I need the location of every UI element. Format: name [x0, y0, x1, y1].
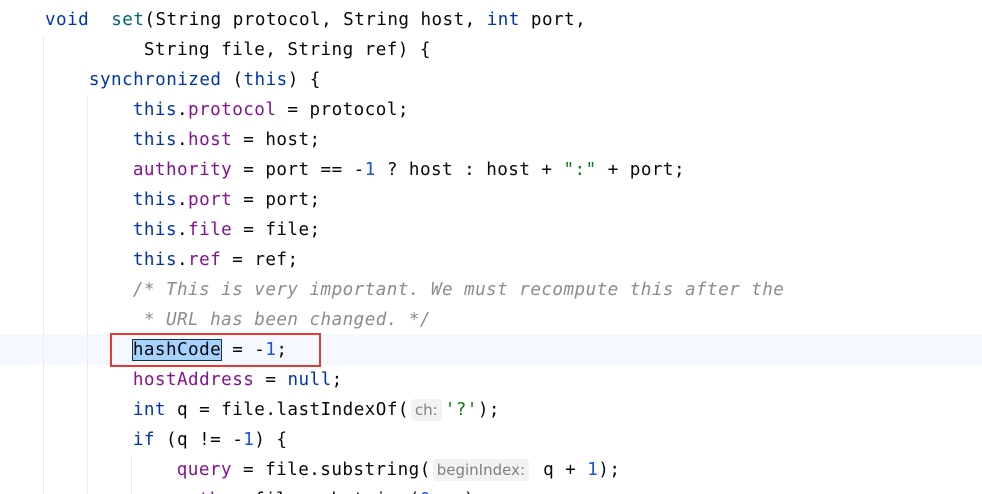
code-token: .: [177, 250, 189, 270]
keyword-token: this: [132, 250, 177, 270]
code-line[interactable]: this.ref = ref;: [133, 245, 299, 275]
code-line[interactable]: authority = port == -1 ? host : host + "…: [133, 155, 685, 185]
field-token: host: [188, 130, 233, 150]
field-token: port: [188, 190, 233, 210]
code-token: .: [177, 220, 189, 240]
indent-guide: [43, 35, 44, 494]
code-token: ) {: [287, 70, 321, 90]
field-token: ref: [188, 250, 222, 270]
code-token: ? host : host +: [375, 160, 564, 180]
code-token: = -: [221, 340, 266, 360]
code-line[interactable]: synchronized (this) {: [89, 65, 321, 95]
keyword-token: this: [132, 190, 177, 210]
code-line[interactable]: String file, String ref) {: [144, 35, 431, 65]
code-token: ;: [276, 340, 288, 360]
code-line[interactable]: query = file.substring(beginIndex: q + 1…: [177, 455, 621, 485]
code-token: .: [177, 130, 189, 150]
code-token: = ref;: [221, 250, 299, 270]
code-token: );: [598, 460, 621, 480]
string-token: '?': [444, 400, 478, 420]
code-line[interactable]: hostAddress = null;: [133, 365, 343, 395]
keyword-token: int: [132, 400, 166, 420]
keyword-token: int: [486, 10, 520, 30]
code-line[interactable]: if (q != -1) {: [133, 425, 288, 455]
code-token: .: [177, 100, 189, 120]
code-token: =: [254, 370, 288, 390]
code-line[interactable]: void set(String protocol, String host, i…: [45, 5, 586, 35]
code-token: = port;: [232, 190, 321, 210]
method-name-token: set: [111, 10, 145, 30]
code-line[interactable]: this.protocol = protocol;: [133, 95, 409, 125]
code-token: = file.substring(: [231, 460, 431, 480]
code-line[interactable]: int q = file.lastIndexOf(ch:'?');: [133, 395, 500, 425]
keyword-token: void: [45, 10, 90, 30]
field-token: query: [176, 460, 232, 480]
keyword-token: null: [287, 370, 332, 390]
code-line[interactable]: hashCode = -1;: [131, 335, 288, 365]
code-line[interactable]: * URL has been changed. */: [133, 305, 431, 335]
code-line[interactable]: this.file = file;: [133, 215, 321, 245]
number-token: 1: [243, 430, 255, 450]
code-token: + port;: [596, 160, 685, 180]
number-token: 0: [420, 490, 431, 494]
code-token: = host;: [232, 130, 321, 150]
code-line[interactable]: this.port = port;: [133, 185, 321, 215]
keyword-token: this: [132, 130, 177, 150]
parameter-hint: ch:: [410, 399, 442, 421]
field-token: file: [188, 220, 233, 240]
number-token: 1: [364, 160, 376, 180]
code-token: (: [221, 70, 244, 90]
code-token: );: [477, 400, 500, 420]
indent-guide: [131, 455, 132, 494]
field-token: hostAddress: [132, 370, 255, 390]
code-token: = file.substring(: [221, 490, 420, 494]
keyword-token: this: [132, 100, 177, 120]
number-token: 1: [265, 340, 277, 360]
code-token: port,: [519, 10, 587, 30]
annotation-highlight-box: [110, 333, 321, 367]
indent-guide: [87, 95, 88, 494]
parameter-hint: beginIndex:: [432, 459, 530, 481]
keyword-token: this: [132, 220, 177, 240]
comment-token: /* This is very important. We must recom…: [132, 280, 785, 300]
keyword-token: if: [132, 430, 155, 450]
comment-token: * URL has been changed. */: [132, 310, 431, 330]
code-line[interactable]: /* This is very important. We must recom…: [133, 275, 785, 305]
code-token: .: [177, 190, 189, 210]
selected-identifier: hashCode: [131, 339, 223, 361]
code-token: (String protocol, String host,: [144, 10, 487, 30]
code-token: , q);: [431, 490, 486, 494]
code-line[interactable]: path = file.substring(0, q);: [177, 485, 486, 494]
code-token: ;: [331, 370, 343, 390]
code-token: q = file.lastIndexOf(: [165, 400, 409, 420]
code-token: [89, 10, 111, 30]
code-token: = port == -: [232, 160, 365, 180]
code-token: = file;: [232, 220, 321, 240]
number-token: 1: [587, 460, 599, 480]
field-token: path: [177, 490, 221, 494]
code-line[interactable]: this.host = host;: [133, 125, 321, 155]
field-token: authority: [132, 160, 233, 180]
field-token: protocol: [188, 100, 277, 120]
code-token: String file, String ref) {: [143, 40, 431, 60]
string-token: ":": [563, 160, 597, 180]
keyword-token: this: [243, 70, 288, 90]
code-token: = protocol;: [276, 100, 409, 120]
keyword-token: synchronized: [88, 70, 222, 90]
code-token: ) {: [254, 430, 288, 450]
code-token: (q != -: [154, 430, 244, 450]
code-token: q +: [532, 460, 588, 480]
